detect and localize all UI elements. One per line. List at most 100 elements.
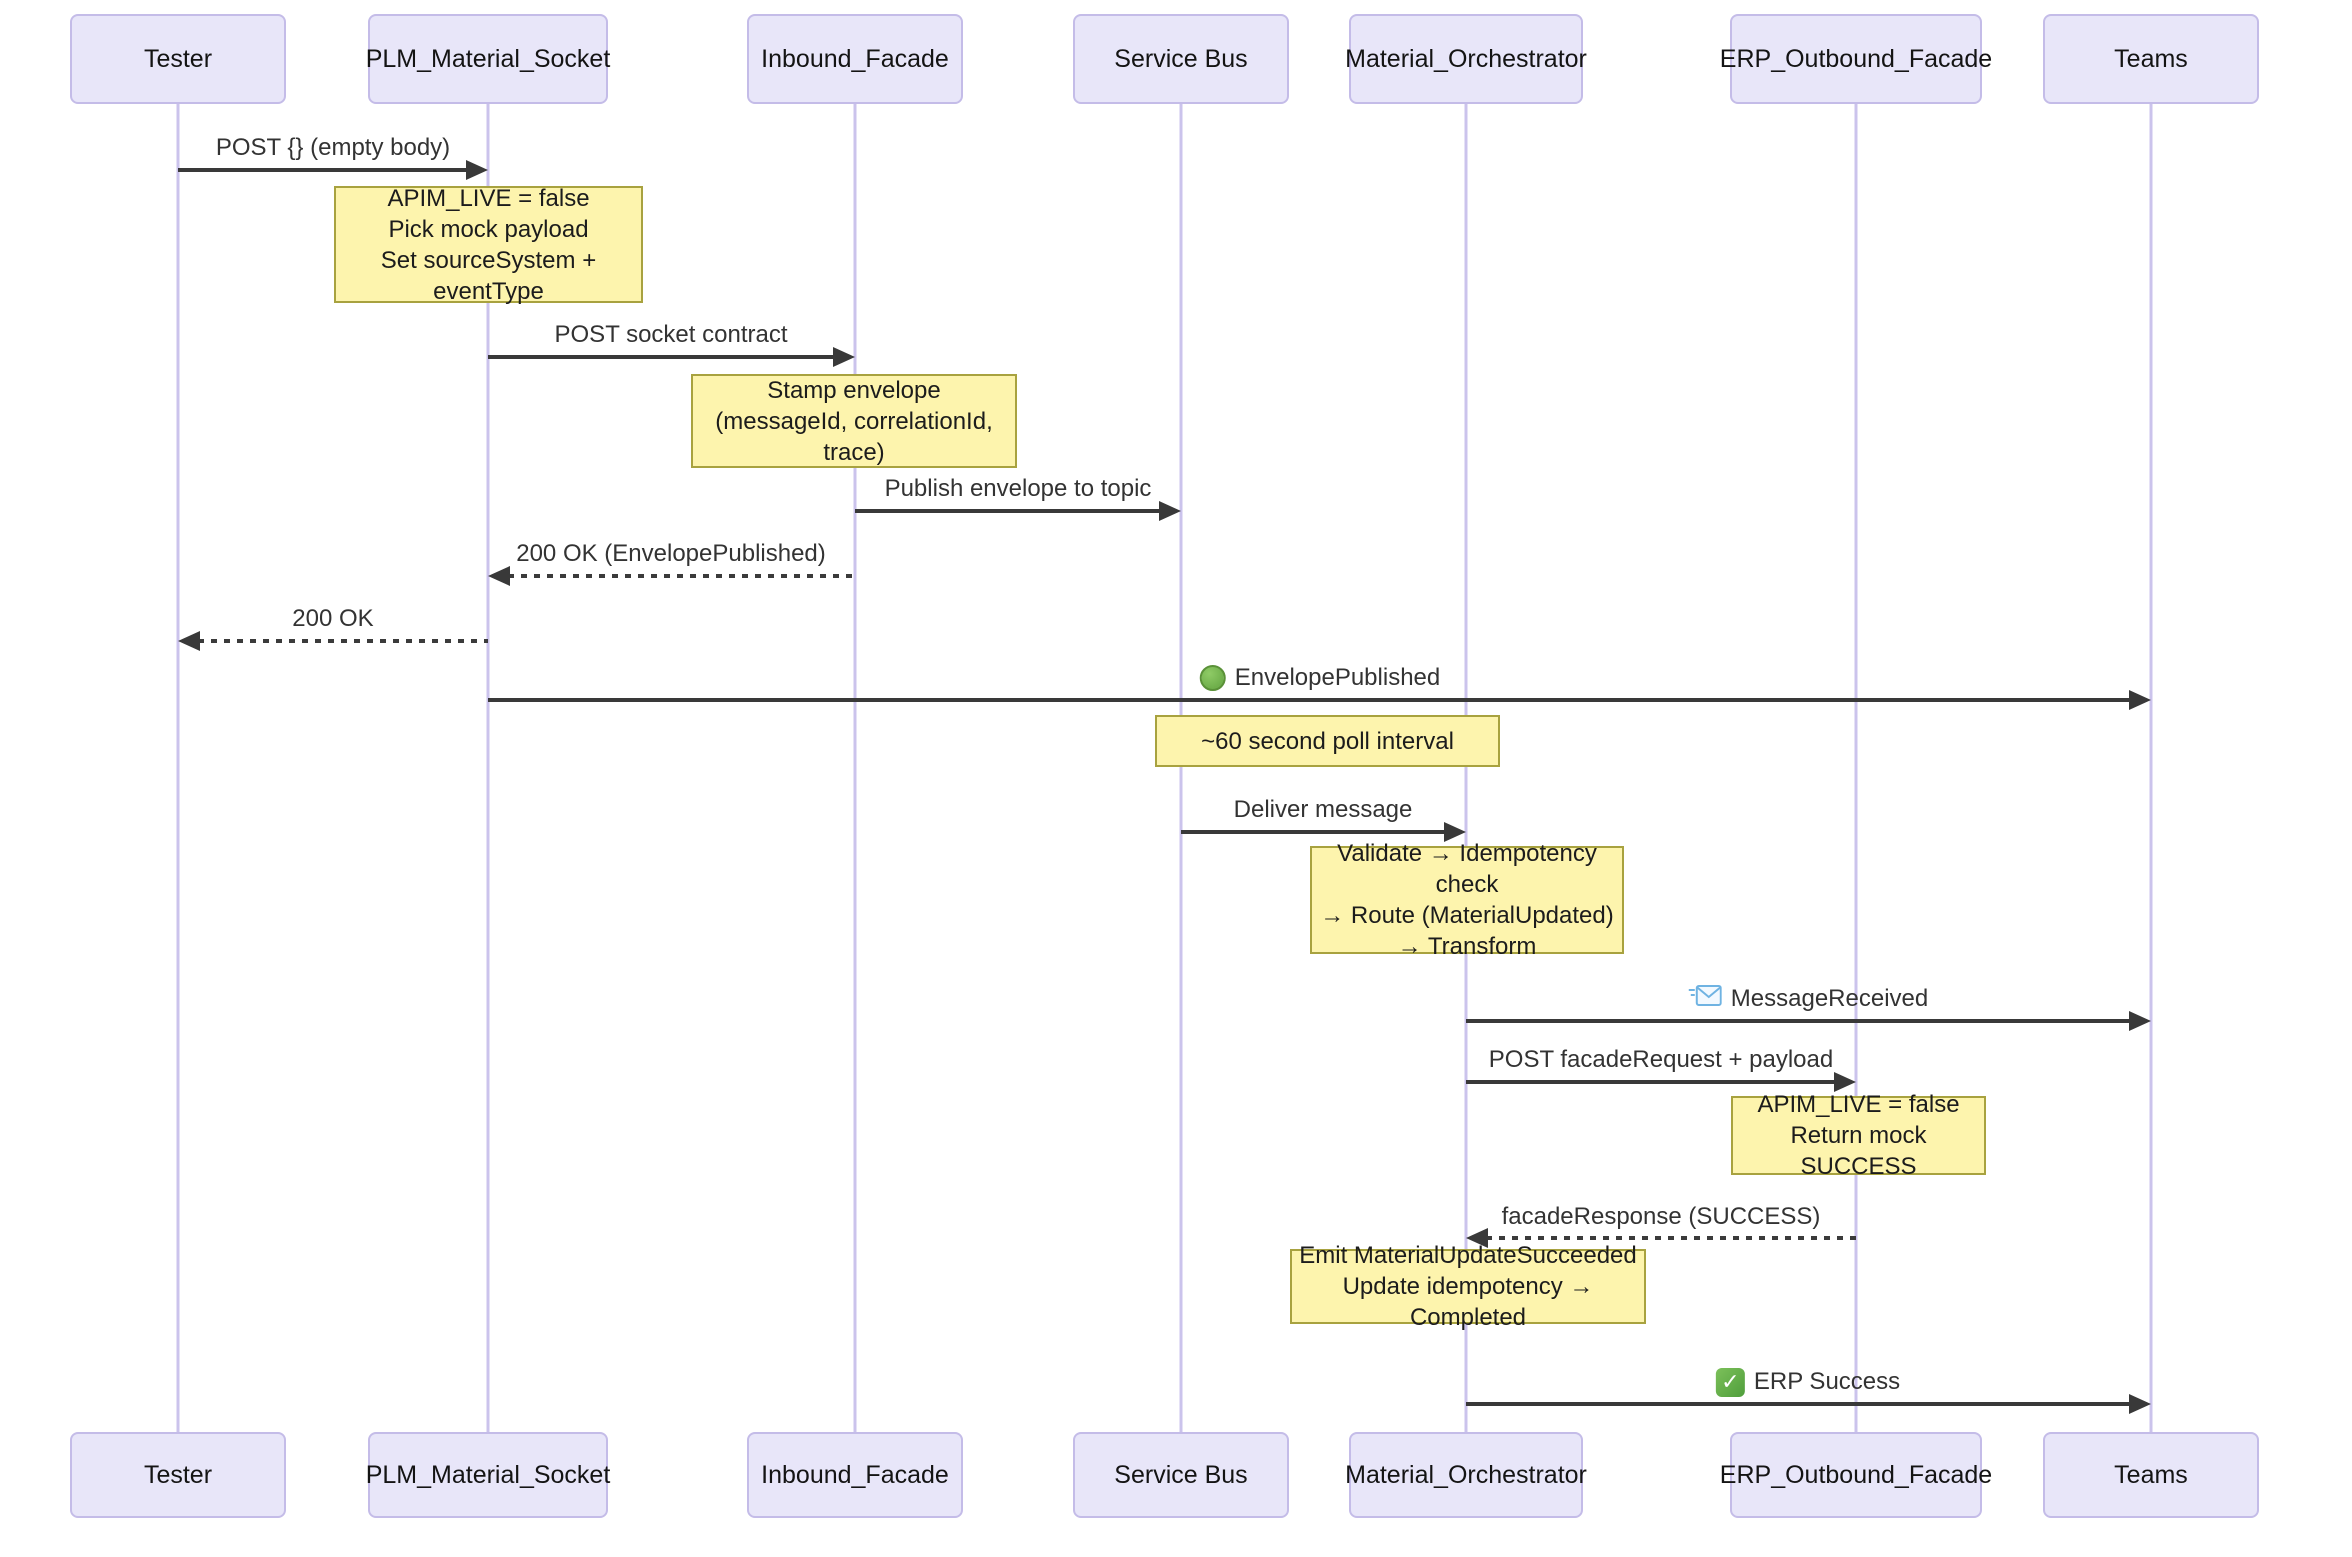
arrowhead-right [833, 347, 855, 367]
participant-top-teams: Teams [2043, 14, 2259, 104]
lifeline-erp-outbound-facade [1854, 104, 1858, 1432]
message-line [1181, 830, 1450, 834]
participant-top-erp-outbound-facade: ERP_Outbound_Facade [1720, 14, 1992, 104]
note-return-mock-success: APIM_LIVE = false Return mock SUCCESS [1731, 1091, 1986, 1180]
arrowhead-right [1159, 501, 1181, 521]
note-line: APIM_LIVE = false [387, 184, 590, 212]
arrowhead-left [488, 566, 510, 586]
participant-bottom-teams: Teams [2043, 1432, 2259, 1518]
lifeline-teams [2149, 104, 2153, 1432]
participant-top-inbound-facade: Inbound_Facade [747, 14, 963, 104]
participant-top-service-bus: Service Bus [1073, 14, 1289, 104]
message-line [855, 509, 1165, 513]
message-text: ERP Success [1753, 1368, 1901, 1395]
message-text: EnvelopePublished [1234, 664, 1441, 691]
message-text: POST facadeRequest + payload [1488, 1046, 1834, 1073]
green-circle-icon [1199, 665, 1226, 691]
message-text: Publish envelope to topic [884, 475, 1152, 502]
note-emit-succeeded: Emit MaterialUpdateSucceeded Update idem… [1290, 1242, 1646, 1331]
note-line: → Transform [1397, 933, 1537, 960]
participant-label: Tester [143, 1460, 213, 1489]
note-line: Return mock SUCCESS [1790, 1122, 1927, 1180]
lifeline-service-bus [1179, 104, 1183, 1432]
message-label: Publish envelope to topic [885, 473, 1152, 505]
participant-label: Service Bus [1114, 1460, 1248, 1489]
participant-label: ERP_Outbound_Facade [1719, 44, 1993, 73]
message-label: 200 OK (EnvelopePublished) [516, 538, 826, 570]
message-label: EnvelopePublished [1199, 662, 1441, 694]
lifeline-plm-material-socket [486, 104, 490, 1432]
message-line [1466, 1019, 2129, 1023]
note-line: → Route (MaterialUpdated) [1320, 902, 1614, 929]
message-line-dashed [198, 639, 488, 643]
note-line: Emit MaterialUpdateSucceeded [1299, 1242, 1637, 1269]
message-line-dashed [508, 574, 855, 578]
note-validate-route-transform: Validate → Idempotency check → Route (Ma… [1310, 840, 1624, 960]
message-label: 200 OK [292, 603, 373, 635]
note-line: Set sourceSystem + eventType [380, 246, 597, 305]
participant-bottom-tester: Tester [70, 1432, 286, 1518]
participant-bottom-inbound-facade: Inbound_Facade [747, 1432, 963, 1518]
participant-top-material-orchestrator: Material_Orchestrator [1345, 14, 1587, 104]
participant-label: Material_Orchestrator [1345, 1460, 1587, 1489]
message-text: Deliver message [1233, 796, 1413, 823]
note-line: Validate → Idempotency check [1337, 840, 1597, 898]
note-line: Pick mock payload [388, 215, 589, 243]
message-line [488, 698, 2129, 702]
note-poll-interval: ~60 second poll interval [1155, 715, 1500, 767]
participant-label: Teams [2114, 44, 2188, 73]
arrowhead-right [1444, 822, 1466, 842]
lifeline-material-orchestrator [1464, 104, 1468, 1432]
lifeline-inbound-facade [853, 104, 857, 1432]
participant-bottom-plm-material-socket: PLM_Material_Socket [365, 1432, 611, 1518]
message-text: 200 OK [292, 605, 374, 632]
message-text: facadeResponse (SUCCESS) [1501, 1203, 1821, 1230]
participant-label: Inbound_Facade [761, 44, 949, 73]
message-line [178, 168, 472, 172]
message-line-dashed [1486, 1236, 1856, 1240]
note-line: ~60 second poll interval [1201, 727, 1454, 755]
participant-top-tester: Tester [70, 14, 286, 104]
lifeline-tester [176, 104, 180, 1432]
arrowhead-right [2129, 1394, 2151, 1414]
check-mark-icon: ✓ [1715, 1367, 1745, 1397]
participant-top-plm-material-socket: PLM_Material_Socket [365, 14, 611, 104]
arrowhead-left [1466, 1228, 1488, 1248]
arrowhead-right [466, 160, 488, 180]
participant-bottom-service-bus: Service Bus [1073, 1432, 1289, 1518]
note-line: Stamp envelope [767, 376, 941, 404]
message-label: POST {} (empty body) [216, 132, 450, 164]
participant-bottom-material-orchestrator: Material_Orchestrator [1345, 1432, 1587, 1518]
participant-bottom-erp-outbound-facade: ERP_Outbound_Facade [1720, 1432, 1992, 1518]
participant-label: Service Bus [1114, 44, 1248, 73]
incoming-envelope-icon [1688, 983, 1722, 1016]
message-label: facadeResponse (SUCCESS) [1502, 1201, 1821, 1233]
message-line [1466, 1080, 1840, 1084]
participant-label: Material_Orchestrator [1345, 44, 1587, 73]
message-label: POST socket contract [555, 319, 788, 351]
participant-label: PLM_Material_Socket [365, 44, 611, 73]
message-line [488, 355, 839, 359]
arrowhead-right [2129, 1011, 2151, 1031]
note-line: APIM_LIVE = false [1757, 1091, 1960, 1118]
message-text: POST {} (empty body) [215, 134, 451, 161]
arrowhead-right [1834, 1072, 1856, 1092]
note-line: (messageId, correlationId, trace) [715, 407, 993, 466]
note-stamp-envelope: Stamp envelope (messageId, correlationId… [691, 374, 1017, 468]
participant-label: PLM_Material_Socket [365, 1460, 611, 1489]
message-text: POST socket contract [554, 321, 788, 348]
participant-label: Teams [2114, 1460, 2188, 1489]
message-line [1466, 1402, 2129, 1406]
message-label: MessageReceived [1688, 983, 1928, 1015]
arrowhead-right [2129, 690, 2151, 710]
participant-label: Tester [143, 44, 213, 73]
note-apim-live-mock: APIM_LIVE = false Pick mock payload Set … [334, 184, 643, 305]
message-text: MessageReceived [1730, 985, 1929, 1012]
message-text: 200 OK (EnvelopePublished) [516, 540, 826, 567]
participant-label: ERP_Outbound_Facade [1719, 1460, 1993, 1489]
message-label: Deliver message [1234, 794, 1413, 826]
message-label: ✓ ERP Success [1715, 1366, 1901, 1398]
message-label: POST facadeRequest + payload [1489, 1044, 1833, 1076]
arrowhead-left [178, 631, 200, 651]
